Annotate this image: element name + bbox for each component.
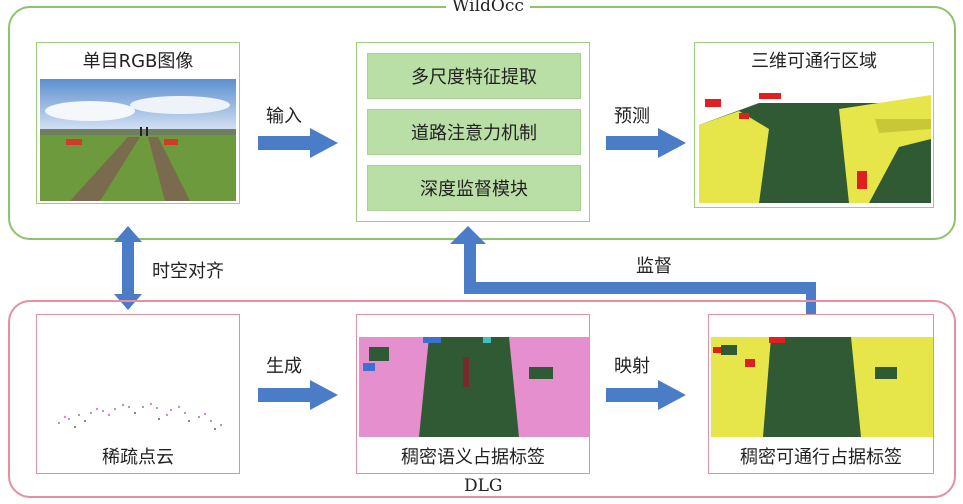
traversable-3d-image — [699, 93, 931, 203]
arrow-generate — [258, 380, 338, 410]
traversable-3d-label: 三维可通行区域 — [751, 51, 877, 72]
dense-semantic-image — [359, 337, 589, 437]
arrow-map — [606, 380, 686, 410]
dense-traversable-panel: 稠密可通行占据标签 — [708, 314, 934, 474]
module-depth-supervision: 深度监督模块 — [367, 165, 581, 211]
dense-semantic-panel: 稠密语义占据标签 — [356, 314, 590, 474]
dlg-frame — [8, 300, 956, 498]
wildocc-modules-panel: 多尺度特征提取 道路注意力机制 深度监督模块 — [356, 42, 590, 222]
dense-traversable-label: 稠密可通行占据标签 — [740, 447, 902, 468]
rgb-image-label: 单目RGB图像 — [82, 51, 194, 72]
traversable-3d-panel: 三维可通行区域 — [694, 42, 934, 208]
rgb-image-panel: 单目RGB图像 — [36, 42, 240, 204]
module-multiscale-feature: 多尺度特征提取 — [367, 53, 581, 99]
supervise-arrow — [450, 226, 816, 316]
arrow-input — [258, 128, 338, 158]
module-road-attention: 道路注意力机制 — [367, 109, 581, 155]
arrow-predict-label: 预测 — [614, 106, 650, 127]
sparse-pointcloud-label: 稀疏点云 — [102, 447, 174, 468]
arrow-input-label: 输入 — [266, 106, 302, 127]
dense-traversable-image — [711, 337, 933, 437]
align-label: 时空对齐 — [152, 261, 224, 282]
dense-semantic-label: 稠密语义占据标签 — [401, 447, 545, 468]
rgb-image — [40, 79, 236, 201]
arrow-generate-label: 生成 — [266, 356, 302, 377]
supervise-label: 监督 — [636, 256, 672, 277]
arrow-map-label: 映射 — [614, 356, 650, 377]
dlg-title: DLG — [458, 476, 509, 496]
sparse-pointcloud-image — [58, 402, 222, 430]
arrow-predict — [606, 128, 686, 158]
wildocc-title: WildOcc — [446, 0, 530, 16]
sparse-pointcloud-panel: 稀疏点云 — [36, 314, 240, 474]
align-arrow — [114, 226, 142, 310]
